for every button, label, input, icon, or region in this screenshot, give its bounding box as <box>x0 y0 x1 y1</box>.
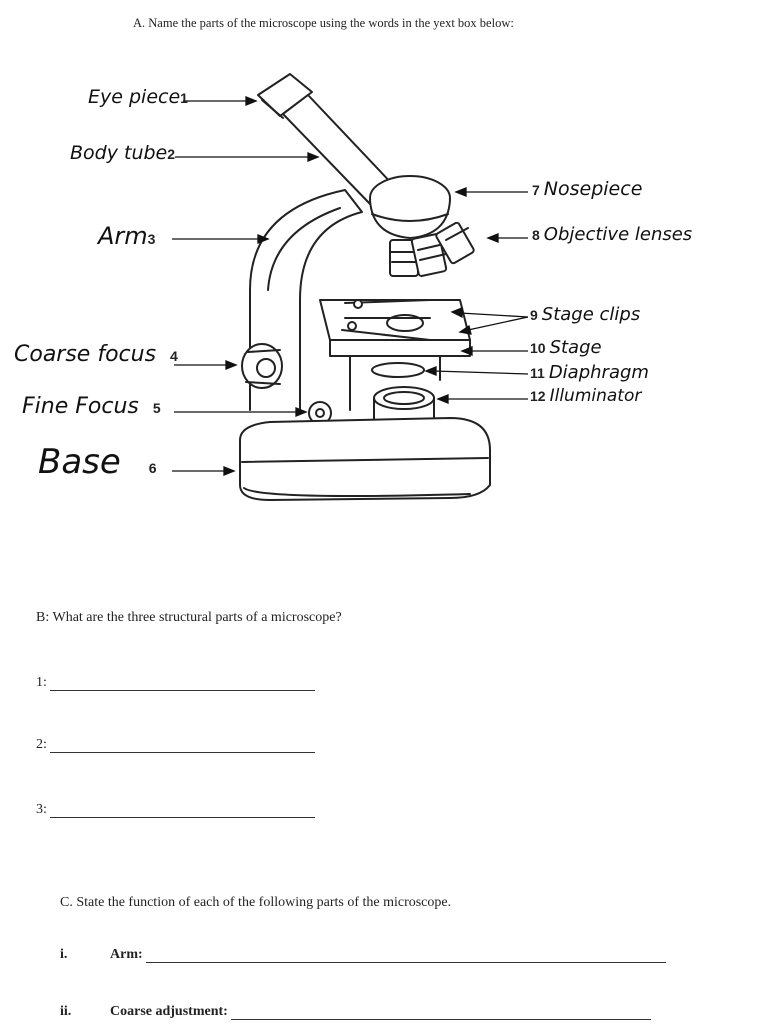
answer-blank-3[interactable]: 3: <box>36 802 315 818</box>
label-nosepiece: 7 Nosepiece <box>532 178 643 200</box>
section-c-question: C. State the function of each of the fol… <box>60 895 452 910</box>
item-arm[interactable]: i.Arm: <box>60 947 666 963</box>
label-fine-focus: Fine Focus 5 <box>22 394 161 419</box>
label-illuminator: 12 Illuminator <box>530 386 642 406</box>
answer-line[interactable] <box>145 948 666 963</box>
section-a-heading: A. Name the parts of the microscope usin… <box>133 16 514 30</box>
label-body-tube: Body tube2 <box>70 142 176 164</box>
label-eyepiece: Eye piece1 <box>88 86 188 108</box>
label-stage-clips: 9 Stage clips <box>530 304 641 325</box>
answer-line[interactable] <box>49 738 315 753</box>
answer-line[interactable] <box>49 676 315 691</box>
label-objective-lenses: 8 Objective lenses <box>532 224 693 245</box>
answer-line[interactable] <box>49 803 315 818</box>
item-coarse-adjustment[interactable]: ii.Coarse adjustment: <box>60 1004 651 1020</box>
label-diaphragm: 11 Diaphragm <box>530 362 649 383</box>
label-stage: 10 Stage <box>530 337 602 358</box>
answer-blank-1[interactable]: 1: <box>36 675 315 691</box>
label-arm: Arm3 <box>98 222 156 250</box>
label-coarse-focus: Coarse focus 4 <box>14 342 178 367</box>
label-base: Base 6 <box>38 442 157 482</box>
answer-blank-2[interactable]: 2: <box>36 737 315 753</box>
section-b-question: B: What are the three structural parts o… <box>36 610 342 625</box>
answer-line[interactable] <box>230 1005 651 1020</box>
